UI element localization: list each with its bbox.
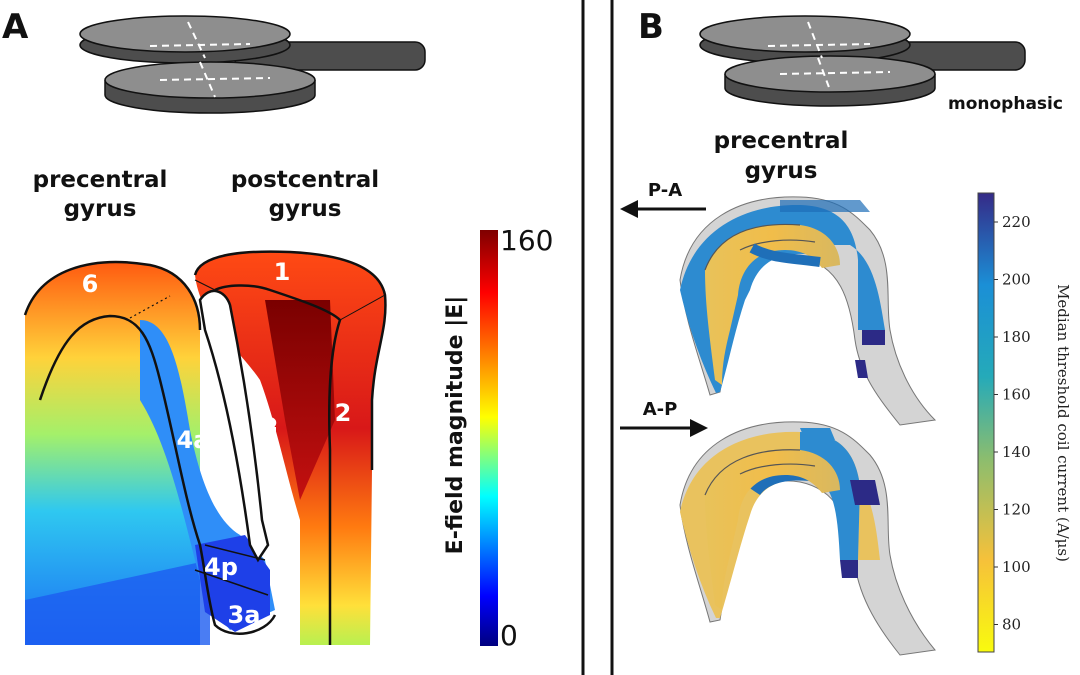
colorbar-b-tick-label: 200 <box>1002 271 1031 289</box>
colorbar-b-tick-label: 160 <box>1002 386 1031 404</box>
tms-coil-icon <box>79 15 426 114</box>
colorbar-b-tick-label: 140 <box>1002 443 1031 461</box>
colorbar-b-tick-label: 100 <box>1002 558 1031 576</box>
colorbar-b-tick-label: 180 <box>1002 328 1031 346</box>
arrow-ap <box>620 419 708 437</box>
arrow-pa-label: P-A <box>648 180 682 201</box>
colorbar-b-tick-label: 120 <box>1002 501 1031 519</box>
panel-a-letter: A <box>2 7 29 47</box>
efield-map <box>23 250 387 645</box>
postcentral-label-line2: gyrus <box>269 196 342 222</box>
colorbar-a-title: E-field magnitude |E| <box>443 296 468 555</box>
postcentral-label-line1: postcentral <box>231 167 379 193</box>
arrow-pa <box>620 200 706 218</box>
waveform-label: monophasic <box>948 94 1063 114</box>
region-4p-label: 4p <box>204 553 238 581</box>
colorbar-b-tick-label: 220 <box>1002 213 1031 231</box>
precentral-b-line2: gyrus <box>745 158 818 184</box>
region-3a-label: 3a <box>228 601 261 629</box>
precentral-b-line1: precentral <box>714 128 849 154</box>
region-4a-label: 4a <box>177 426 210 454</box>
region-3b-label: 3b <box>254 416 282 450</box>
gyrus-map-ap <box>679 421 936 656</box>
precentral-label-line1: precentral <box>33 167 168 193</box>
region-6-label: 6 <box>82 270 99 298</box>
colorbar-a-max: 160 <box>500 224 553 257</box>
gyrus-map-pa <box>679 196 937 426</box>
threshold-colorbar: 220 200 180 160 140 120 100 80 Median threshold… <box>977 192 1072 653</box>
region-1-label: 1 <box>274 258 291 286</box>
colorbar-b-tick-label: 80 <box>1002 616 1021 634</box>
efield-colorbar: 160 0 E-field magnitude |E| <box>443 224 553 652</box>
panel-b-letter: B <box>638 7 664 47</box>
arrow-ap-label: A-P <box>643 399 678 420</box>
colorbar-a-min: 0 <box>500 619 518 652</box>
precentral-label-line2: gyrus <box>64 196 137 222</box>
tms-coil-icon <box>699 15 1026 107</box>
region-2-label: 2 <box>335 399 352 427</box>
colorbar-b-title: Median threshold coil current (A/μs) <box>1054 284 1072 562</box>
